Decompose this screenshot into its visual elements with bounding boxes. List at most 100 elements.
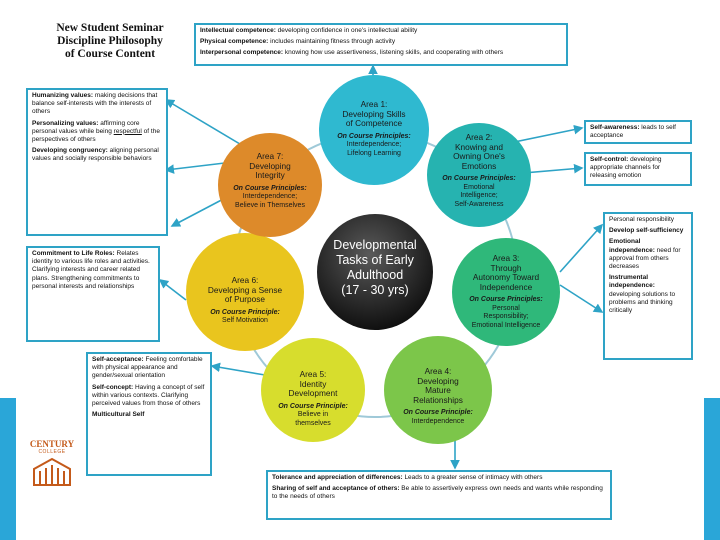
principle-text: Interdependence; (242, 193, 298, 200)
independence-box: Personal responsibility Develop self-suf… (603, 212, 693, 360)
college-logo: CENTURY COLLEGE (28, 440, 76, 492)
logo-building-icon (33, 457, 71, 486)
item-label: Self-concept: (92, 383, 134, 391)
principle-label: On Course Principles: (469, 296, 543, 303)
item-label: Multicultural Self (92, 411, 145, 419)
right-accent-bar (704, 398, 720, 540)
item-label: Self-acceptance: (92, 356, 144, 363)
area-title: Developing Skills (342, 108, 406, 119)
center-title: Developmental Tasks of Early Adulthood (… (320, 238, 430, 298)
center-line: (17 - 30 yrs) (341, 283, 409, 297)
area-title: Autonomy Toward (472, 272, 540, 282)
title-line-1: New Student Seminar (56, 22, 164, 34)
item-label: Self-awareness: (590, 124, 640, 131)
area-number: Area 2: (465, 132, 493, 142)
area-title: Emotions (461, 160, 497, 171)
principle-text: Self-Awareness (454, 200, 504, 208)
principle-label: On Course Principles: (337, 132, 411, 140)
center-line: Tasks of Early (336, 253, 414, 267)
item-label: Commitment to Life Roles: (32, 250, 115, 257)
principle-label: On Course Principle: (210, 308, 280, 316)
left-accent-bar (0, 398, 16, 540)
area-5-circle (261, 338, 365, 442)
principle-label: On Course Principles: (233, 184, 307, 192)
area-title: Relationships (413, 394, 463, 405)
area-5-label: Area 5: Identity Development On Course P… (266, 369, 360, 428)
area-number: Area 3: (492, 253, 520, 263)
area-6-circle (186, 233, 304, 351)
item-label: Sharing of self and acceptance of others… (272, 485, 400, 493)
item-text: developing solutions to problems and thi… (609, 290, 676, 315)
principle-text: Responsibility; (483, 313, 529, 320)
principle-text: themselves (295, 419, 331, 427)
principle-label: On Course Principle: (278, 402, 348, 410)
logo-word: CENTURY (29, 439, 75, 449)
principle-text: Believe in Themselves (235, 201, 305, 209)
center-line: Adulthood (346, 268, 404, 282)
title-line-3: of Course Content (64, 48, 156, 60)
principle-text: Lifelong Learning (347, 149, 401, 157)
area-number: Area 6: (231, 275, 259, 285)
principle-label: On Course Principle: (403, 409, 473, 416)
item-label: Intellectual competence: (200, 27, 276, 34)
center-circle (317, 214, 433, 330)
area-title: Mature (425, 385, 451, 395)
area-title: Developing a Sense (207, 284, 283, 295)
self-control-box: Self-control: developing appropriate cha… (584, 152, 692, 186)
area-3-circle (452, 238, 560, 346)
relationships-box: Tolerance and appreciation of difference… (266, 470, 612, 520)
page-title: New Student Seminar Discipline Philosoph… (26, 22, 194, 61)
area-6-label: Area 6: Developing a Sense of Purpose On… (190, 275, 300, 326)
item-text: of the perspectives of others (32, 127, 160, 144)
area-4-circle (384, 336, 492, 444)
integrity-values-box: Humanizing values: making decisions that… (26, 88, 168, 236)
item-label: Instrumental independence: (609, 274, 655, 290)
area-title: of Purpose (224, 294, 266, 304)
area-1-label: Area 1: Developing Skills of Competence … (324, 99, 424, 158)
principle-label: On Course Principles: (442, 175, 516, 182)
logo-sub: COLLEGE (38, 449, 66, 455)
principle-text: Intelligence; (460, 192, 498, 199)
item-label: Self-control: (590, 156, 629, 163)
area-number: Area 1: (360, 99, 388, 109)
item-label: Developing congruency: (32, 147, 108, 155)
area-title: Knowing and (455, 141, 503, 152)
area-title: Owning One's (453, 151, 505, 161)
principle-text: Emotional (463, 183, 495, 191)
item-text: Personal responsibility (609, 216, 675, 223)
principle-text: Believe in (297, 411, 329, 418)
item-text: affirming core personal values while bei… (32, 119, 140, 135)
item-label: Tolerance and appreciation of difference… (272, 474, 403, 481)
center-line: Developmental (333, 238, 417, 252)
area-2-circle (427, 123, 531, 227)
item-text: making decisions that balance self-inter… (32, 92, 158, 116)
item-text: includes maintaining fitness through act… (268, 38, 396, 46)
area-2-label: Area 2: Knowing and Owning One's Emotion… (432, 132, 526, 209)
item-label: Develop self-sufficiency (609, 227, 684, 235)
principle-text: Self Motivation (222, 317, 268, 324)
area-title: Independence (479, 281, 533, 292)
area-number: Area 5: (299, 369, 327, 379)
life-roles-box: Commitment to Life Roles: Relates identi… (26, 246, 160, 342)
competence-box: Intellectual competence: developing conf… (194, 23, 568, 66)
item-text: developing appropriate channels for rele… (590, 156, 662, 180)
area-7-circle (218, 133, 322, 237)
principle-text: Emotional Intelligence (471, 321, 541, 329)
area-title: of Competence (345, 118, 403, 128)
item-label: Emotional independence: (609, 238, 655, 254)
item-text: developing confidence in one's intellect… (275, 27, 418, 34)
item-text: Be able to assertively express own needs… (272, 485, 603, 501)
item-text: aligning personal values and socially re… (32, 147, 159, 163)
area-title: Developing (417, 375, 459, 386)
area-number: Area 7: (256, 151, 284, 161)
principle-text: Interdependence; (346, 141, 402, 148)
area-4-label: Area 4: Developing Mature Relationships … (390, 366, 486, 426)
self-awareness-box: Self-awareness: leads to self acceptance (584, 120, 692, 144)
principle-text: Personal (492, 304, 520, 312)
item-label: Physical competence: (200, 38, 269, 46)
title-line-2: Discipline Philosophy (57, 35, 163, 47)
item-label: Personalizing values: (32, 119, 99, 127)
area-title: Development (288, 388, 338, 398)
item-text: Relates identity to various life roles a… (32, 250, 150, 290)
